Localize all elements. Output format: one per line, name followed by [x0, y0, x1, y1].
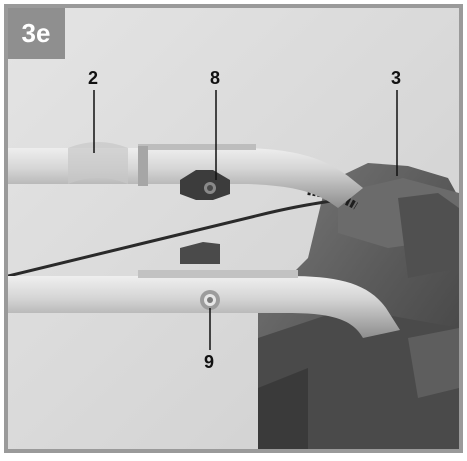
wing-nut [180, 170, 230, 200]
figure-frame: 3e 2 8 3 9 [4, 4, 463, 453]
callout-3: 3 [391, 68, 402, 88]
bolt [200, 290, 220, 310]
cable-clip [180, 242, 220, 264]
callout-8: 8 [210, 68, 221, 88]
callout-9: 9 [204, 352, 215, 372]
power-cable [8, 198, 339, 278]
figure-badge: 3e [8, 8, 65, 59]
product-photo [8, 8, 459, 449]
callout-2: 2 [88, 68, 99, 88]
